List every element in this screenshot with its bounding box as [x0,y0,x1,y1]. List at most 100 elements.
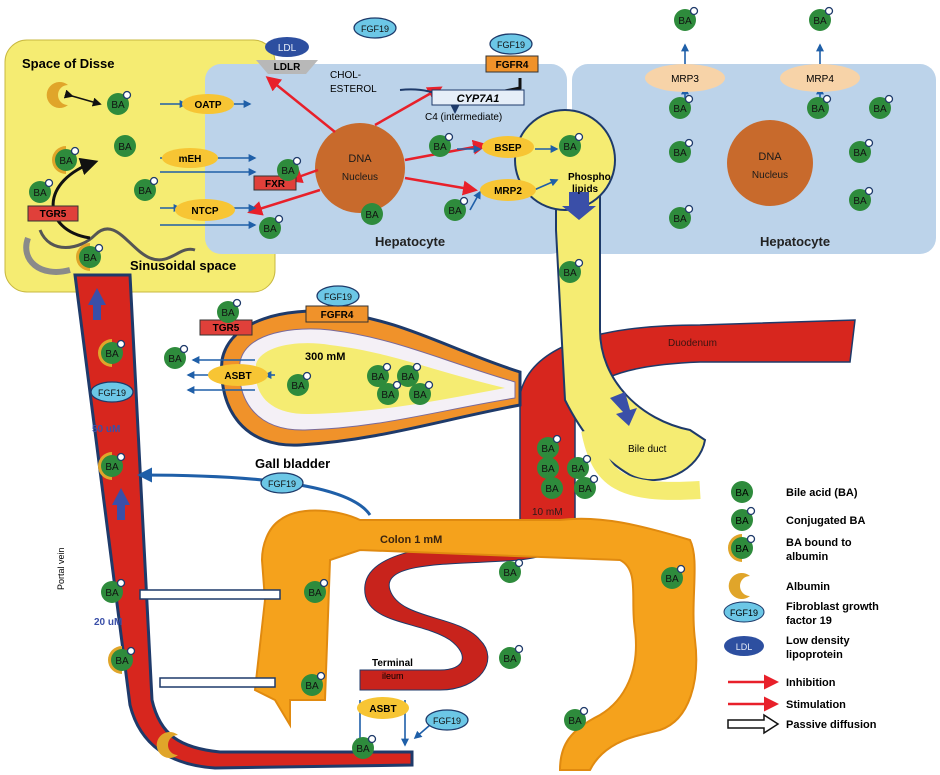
legend-label: albumin [786,551,828,563]
bile-acid: BA [217,300,241,324]
svg-text:CYP7A1: CYP7A1 [457,93,500,105]
sinusoidal-space-label: Sinusoidal space [130,258,236,273]
svg-text:BA: BA [105,462,119,473]
svg-text:BA: BA [571,464,585,475]
svg-text:DNA: DNA [348,153,372,165]
svg-text:BA: BA [111,100,125,111]
svg-text:BA: BA [503,654,517,665]
svg-text:BA: BA [118,142,132,153]
fgf19-protein: FGF19 [91,382,133,402]
svg-text:LDLR: LDLR [274,62,301,73]
phospholipids-label-1: Phospho [568,172,611,183]
legend-label: lipoprotein [786,649,843,661]
nucleus-left: DNA Nucleus [315,123,405,213]
asbt-transporter-ileum: ASBT [357,697,409,719]
terminal-ileum-label-2: ileum [382,671,404,681]
svg-text:BA: BA [673,148,687,159]
svg-text:BSEP: BSEP [494,143,522,154]
meh-transporter: mEH [162,148,218,168]
fgfr4-receptor-gallbladder: FGFR4 [306,306,368,322]
absorption-channel-1 [140,590,280,599]
bile-acid: BA [164,346,188,370]
bile-acid: BA [541,477,563,499]
svg-text:DNA: DNA [758,151,782,163]
svg-text:BA: BA [735,544,749,555]
svg-text:FGF19: FGF19 [268,479,296,489]
svg-text:FGF19: FGF19 [324,292,352,302]
c4-intermediate-label: C4 (intermediate) [425,112,502,123]
terminal-ileum-label-1: Terminal [372,658,413,669]
svg-text:BA: BA [811,104,825,115]
legend-item-bound: BA BA bound to albumin [728,534,852,563]
svg-text:BA: BA [305,681,319,692]
svg-text:BA: BA [563,142,577,153]
svg-text:BA: BA [541,444,555,455]
svg-text:MRP4: MRP4 [806,74,834,85]
duodenum-label: Duodenum [668,338,717,349]
svg-text:BA: BA [503,568,517,579]
svg-text:BA: BA [115,656,129,667]
legend-label: BA bound to [786,537,852,549]
legend-item-inhibition: Inhibition [728,677,836,689]
svg-text:BA: BA [563,268,577,279]
svg-text:FGF19: FGF19 [497,40,525,50]
svg-text:BA: BA [381,390,395,401]
legend-label: Fibroblast growth [786,601,879,613]
svg-text:BA: BA [568,716,582,727]
svg-text:mEH: mEH [179,154,202,165]
mrp2-transporter: MRP2 [480,179,536,201]
svg-text:BA: BA [401,372,415,383]
nucleus-right: DNA Nucleus [727,120,813,206]
svg-text:BA: BA [448,206,462,217]
svg-text:BA: BA [263,224,277,235]
bile-acid: BA [809,8,833,32]
fgf19-protein: FGF19 [426,710,468,730]
bile-duct-label: Bile duct [628,444,667,455]
portal-concentration-top: 50 uM [92,424,120,435]
space-of-disse-label: Space of Disse [22,56,115,71]
svg-text:TGR5: TGR5 [40,209,67,220]
svg-text:BA: BA [105,349,119,360]
legend-item-conj: BA Conjugated BA [731,508,865,532]
svg-text:BA: BA [735,516,749,527]
svg-text:FGFR4: FGFR4 [496,60,529,71]
bile-acid: BA [499,560,523,584]
svg-text:FGF19: FGF19 [361,24,389,34]
svg-text:BA: BA [281,166,295,177]
legend-item-passive: Passive diffusion [728,715,877,733]
legend-item-stimulation: Stimulation [728,699,846,711]
svg-text:ASBT: ASBT [224,371,251,382]
legend-item-albumin: Albumin [729,573,831,599]
legend-label: Conjugated BA [786,515,865,527]
svg-text:LDL: LDL [278,43,297,54]
svg-text:OATP: OATP [194,100,221,111]
svg-text:BA: BA [308,588,322,599]
svg-text:BA: BA [853,148,867,159]
svg-text:BA: BA [168,354,182,365]
hepatocyte-right-label: Hepatocyte [760,234,830,249]
svg-text:BA: BA [221,308,235,319]
fgf19-protein: FGF19 [261,473,303,493]
svg-text:BA: BA [371,372,385,383]
fgf19-protein: FGF19 [354,18,396,38]
hepatocyte-left-label: Hepatocyte [375,234,445,249]
ntcp-transporter: NTCP [175,199,235,221]
duodenum-concentration: 10 mM [532,507,563,518]
legend-label: Stimulation [786,699,846,711]
gall-bladder-concentration: 300 mM [305,351,345,363]
cholesterol-label-2: ESTEROL [330,84,377,95]
bile-acid: BA [499,646,523,670]
svg-text:BA: BA [33,188,47,199]
svg-text:FGFR4: FGFR4 [321,310,354,321]
svg-text:NTCP: NTCP [191,206,219,217]
mrp3-transporter: MRP3 [645,64,725,92]
svg-text:BA: BA [673,214,687,225]
legend-label: Bile acid (BA) [786,487,858,499]
tgr5-receptor-liver: TGR5 [28,206,78,221]
svg-text:BA: BA [365,210,379,221]
svg-text:FXR: FXR [265,179,286,190]
svg-text:ASBT: ASBT [369,704,396,715]
legend-label: Passive diffusion [786,719,877,731]
bile-acid: BA [674,8,698,32]
